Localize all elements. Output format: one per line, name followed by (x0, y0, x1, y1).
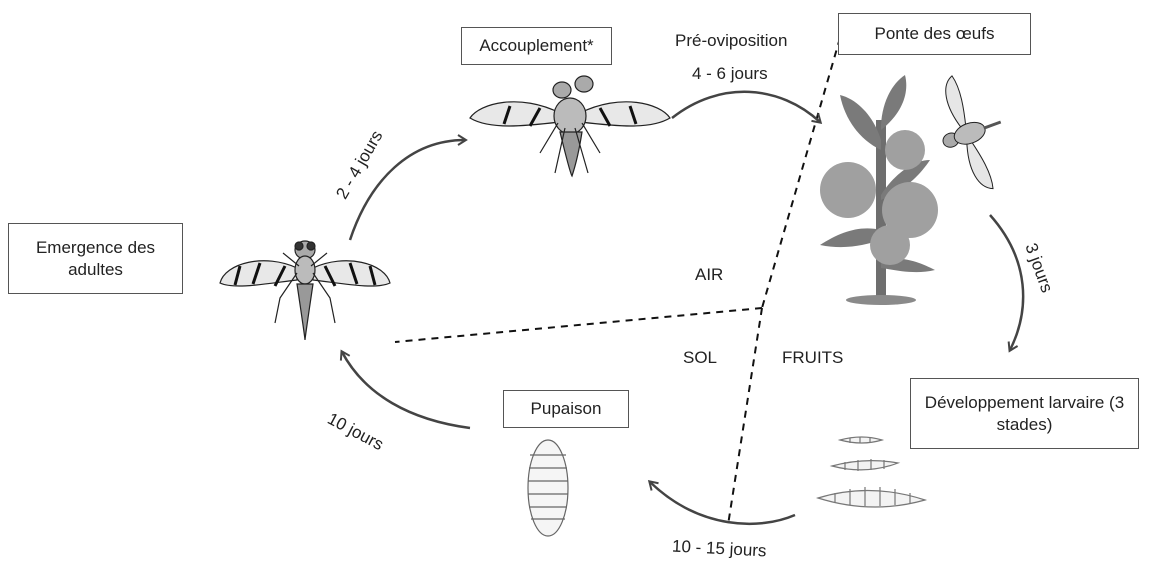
mating-flies-illustration (470, 76, 670, 176)
zone-label-fruits: FRUITS (782, 348, 843, 368)
arrow-mating-to-egg-laying (672, 92, 820, 122)
stage-box-egg-laying: Ponte des œufs (838, 13, 1031, 55)
stage-box-larval-development: Développement larvaire (3 stades) (910, 378, 1139, 449)
zone-label-soil: SOL (683, 348, 717, 368)
arrow-egg-to-larva (990, 215, 1023, 350)
egg-laying-fly-illustration (923, 66, 1021, 200)
adult-fly-illustration (220, 241, 390, 340)
stage-box-pupation: Pupaison (503, 390, 629, 428)
larvae-illustration (818, 437, 925, 507)
zone-label-air: AIR (695, 265, 723, 285)
stage-box-emergence: Emergence des adultes (8, 223, 183, 294)
divider-horizontal (395, 308, 762, 342)
pupa-illustration (528, 440, 568, 536)
preoviposition-title: Pré-oviposition (675, 31, 787, 51)
arrow-pupa-to-adult (342, 352, 470, 428)
arrow-larva-to-pupa (650, 482, 795, 524)
stage-box-mating: Accouplement* (461, 27, 612, 65)
divider-lower (728, 308, 762, 525)
tomato-plant-illustration (820, 75, 938, 305)
duration-preoviposition: 4 - 6 jours (692, 64, 768, 84)
